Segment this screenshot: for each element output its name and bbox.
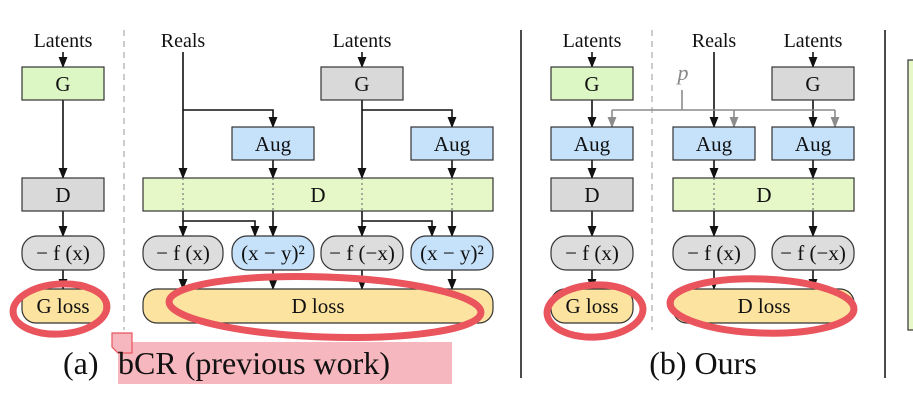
panel-a-d-loss-label: D loss [291,294,344,318]
panel-b-aug-mid-label: Aug [696,132,733,156]
panel-b-discriminator-wide [672,177,855,212]
panel-a-latents-left-label: Latents [34,30,93,52]
panel-a-discriminator-wide-label: D [310,183,325,207]
panel-a-sq1-text: (x − y)² [241,241,305,265]
panel-a-discriminator-left [21,177,105,212]
panel-a-discriminator-wide [142,177,494,212]
wire-a-d-sq1-left [183,220,260,238]
panel-a-f2-text: − f (−x) [329,241,395,265]
panel-a-aug-right-label: Aug [434,132,471,156]
panel-b-d-loss-label: D loss [737,294,790,318]
panel-b-generator-right [771,66,855,101]
panel-b-reals-label: Reals [692,30,737,52]
annotation-ellipse-g-loss-b [543,281,647,341]
annotation-note-marker [111,332,133,354]
annotation-ellipse-d-loss-a [165,273,485,341]
cut-off-box-edge [907,59,913,331]
panel-a-generator-left-label: G [55,72,70,96]
panel-a-generator-left [21,66,105,101]
panel-a-d-loss-box [142,288,494,324]
panel-b-f2-text: − f (−x) [780,241,846,265]
panel-b-generator-left-label: G [584,72,599,96]
panel-b-p-label: p [676,60,689,85]
panel-a-sq2-pill [410,235,494,271]
caption-a-prefix: (a) [63,345,99,381]
panel-a-f1-pill [142,235,224,271]
panel-b-aug-right [771,126,855,161]
panel-b-aug-mid [672,126,756,161]
annotation-ellipse-d-loss-b [666,275,858,337]
panel-a-g-loss-label: G loss [36,294,89,318]
panel-a-discriminator-left-label: D [55,183,70,207]
panel-b-f1-text: − f (x) [687,241,741,265]
panel-b-aug-right-label: Aug [795,132,832,156]
panel-b-discriminator-left-label: D [584,183,599,207]
panel-a-f1-text: − f (x) [156,241,210,265]
panel-b-latents-left-label: Latents [563,30,622,52]
panel-b-discriminator-left [550,177,634,212]
panel-b-latents-right-label: Latents [784,30,843,52]
panel-a-generator-right-label: G [354,72,369,96]
panel-b-generator-right-label: G [805,72,820,96]
panel-a-sq1-pill [231,235,315,271]
panel-a-aug-right [410,126,494,161]
panel-b-g-loss-label: G loss [565,294,618,318]
panel-b-f1-pill [672,235,756,271]
panel-a-aug-left-label: Aug [255,132,292,156]
panel-a-sq2-text: (x − y)² [420,241,484,265]
wire-a-g2-aug [362,109,457,129]
caption-a-highlight [118,342,452,384]
panel-a-generator-right [320,66,404,101]
wire-a-d-sq2-left [362,220,437,238]
panel-a-aug-left [231,126,315,161]
panel-b-aug-left [550,126,634,161]
panel-b-aug-left-label: Aug [574,132,611,156]
caption-b-text: (b) Ours [649,345,757,381]
panel-b-generator-left [550,66,634,101]
panel-b-f2-pill [771,235,855,271]
caption-a-text: bCR (previous work) [118,345,390,381]
annotation-ellipse-g-loss-a [9,280,111,338]
panel-b-discriminator-wide-label: D [756,183,771,207]
panel-a-latents-right-label: Latents [333,30,392,52]
panel-a-reals-label: Reals [161,30,206,52]
panel-a-f2-pill [320,235,404,271]
panel-a-f-left-text: − f (x) [36,241,90,265]
wire-a-reals-aug [183,109,278,129]
panel-b-f-left-text: − f (x) [565,241,619,265]
panel-a-f-left-pill [21,235,105,271]
panel-b-f-left-pill [550,235,634,271]
